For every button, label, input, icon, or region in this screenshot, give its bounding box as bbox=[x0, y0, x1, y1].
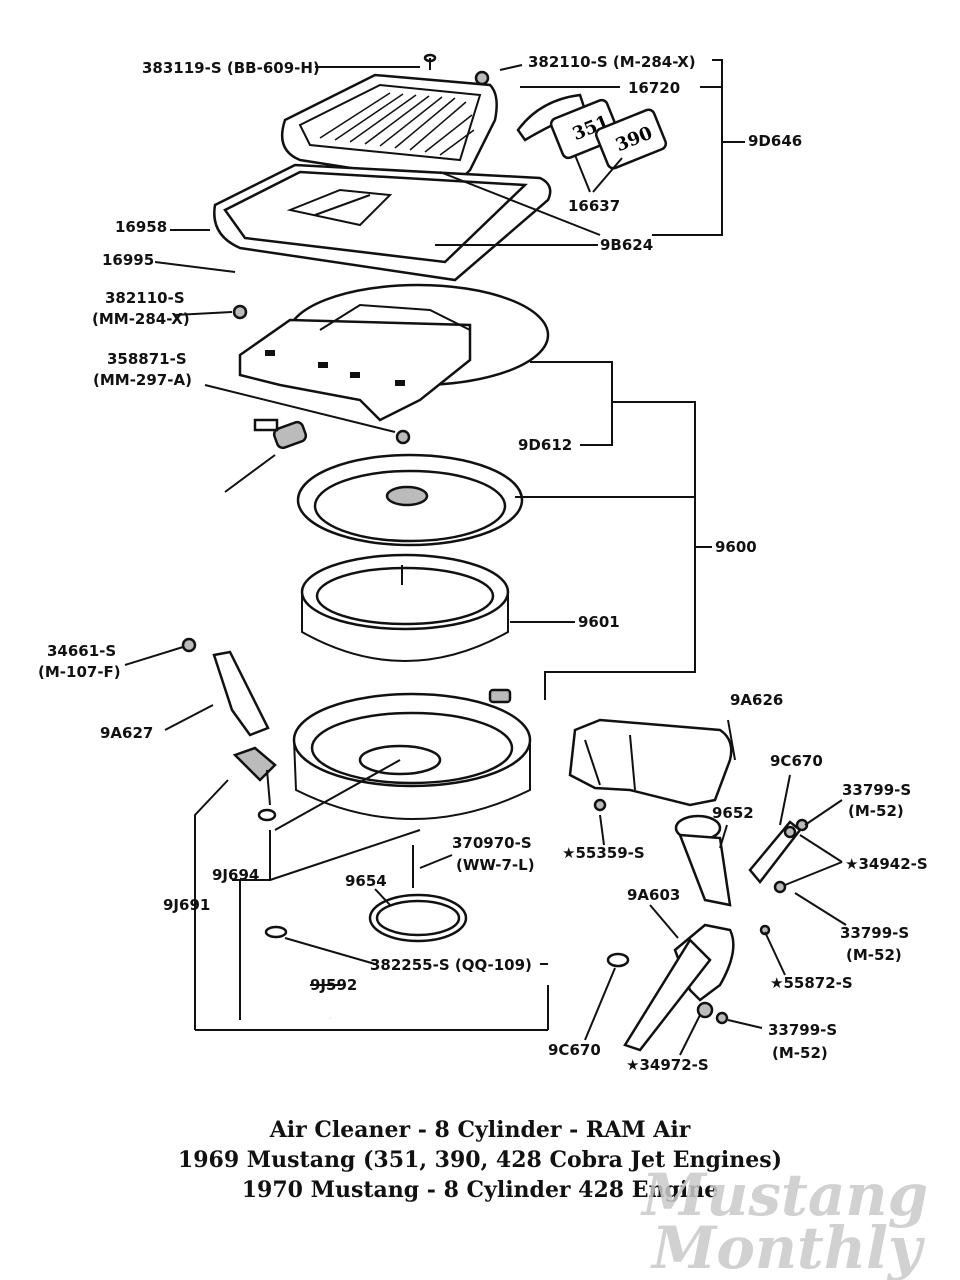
sensor-9j691-drawing bbox=[232, 746, 277, 822]
label-9a603: 9A603 bbox=[627, 886, 680, 904]
leader-lines bbox=[124, 59, 847, 1056]
air-cleaner-housing-drawing bbox=[292, 688, 532, 820]
label-16958: 16958 bbox=[115, 218, 167, 236]
caption-line-2: 1969 Mustang (351, 390, 428 Cobra Jet En… bbox=[178, 1147, 782, 1173]
label-9b624: 9B624 bbox=[600, 236, 653, 254]
vacuum-motor-drawing bbox=[224, 418, 308, 493]
elbow-9652-drawing bbox=[674, 814, 732, 907]
part-labels: 383119-S (BB-609-H) 382110-S (M-284-X) 1… bbox=[38, 53, 928, 1074]
label-33799-3a: 33799-S bbox=[768, 1021, 837, 1039]
watermark-line-2: Monthly bbox=[650, 1214, 926, 1280]
bracket-9a627-drawing bbox=[181, 637, 270, 737]
duct-9a626-drawing bbox=[568, 718, 733, 812]
nut-382110-drawing bbox=[474, 70, 490, 86]
watermark-line-1: Mustang bbox=[640, 1161, 928, 1229]
label-55359: ★55359-S bbox=[562, 844, 645, 862]
label-382255: 382255-S (QQ-109) bbox=[370, 956, 532, 974]
label-34972: ★34972-S bbox=[626, 1056, 709, 1074]
hose-9j592-drawing bbox=[264, 925, 331, 1020]
filter-element-drawing bbox=[300, 553, 510, 662]
plenum-drawing bbox=[232, 283, 550, 445]
label-16995: 16995 bbox=[102, 251, 154, 269]
label-55872: ★55872-S bbox=[770, 974, 853, 992]
label-9654: 9654 bbox=[345, 872, 387, 890]
label-33799-1a: 33799-S bbox=[842, 781, 911, 799]
label-9600: 9600 bbox=[715, 538, 757, 556]
label-33799-3b: (M-52) bbox=[772, 1044, 828, 1062]
label-382110-top: 382110-S (M-284-X) bbox=[528, 53, 696, 71]
duct-9a603-drawing bbox=[606, 923, 771, 1052]
label-34661-b: (M-107-F) bbox=[38, 663, 121, 681]
label-9c670-bot: 9C670 bbox=[548, 1041, 601, 1059]
label-33799-2a: 33799-S bbox=[840, 924, 909, 942]
label-9601: 9601 bbox=[578, 613, 620, 631]
label-358871-b: (MM-297-A) bbox=[93, 371, 192, 389]
label-16637: 16637 bbox=[568, 197, 620, 215]
bracket-9c670-top-drawing bbox=[748, 818, 809, 894]
label-9j691: 9J691 bbox=[163, 896, 210, 914]
caption-line-3: 1970 Mustang - 8 Cylinder 428 Engine bbox=[242, 1177, 719, 1203]
label-9j592: 9J592 bbox=[310, 976, 357, 994]
label-9d646: 9D646 bbox=[748, 132, 802, 150]
screw-383119-drawing bbox=[423, 53, 437, 70]
label-382110-a: 382110-S bbox=[105, 289, 185, 307]
caption: Air Cleaner - 8 Cylinder - RAM Air 1969 … bbox=[178, 1117, 782, 1203]
label-370970-b: (WW-7-L) bbox=[456, 856, 535, 874]
label-33799-1b: (M-52) bbox=[848, 802, 904, 820]
watermark-logo: Mustang Monthly bbox=[640, 1161, 928, 1280]
label-9d612: 9D612 bbox=[518, 436, 572, 454]
label-382110-b: (MM-284-X) bbox=[92, 310, 190, 328]
label-9652: 9652 bbox=[712, 804, 754, 822]
label-9a627: 9A627 bbox=[100, 724, 153, 742]
caption-line-1: Air Cleaner - 8 Cylinder - RAM Air bbox=[269, 1117, 691, 1143]
label-358871-a: 358871-S bbox=[107, 350, 187, 368]
scoop-base-drawing bbox=[213, 163, 552, 282]
air-cleaner-lid-drawing bbox=[296, 453, 524, 547]
emblems-drawing: 351 390 bbox=[516, 93, 668, 170]
label-34942: ★34942-S bbox=[845, 855, 928, 873]
label-9a626: 9A626 bbox=[730, 691, 783, 709]
label-383119: 383119-S (BB-609-H) bbox=[142, 59, 320, 77]
label-16720: 16720 bbox=[628, 79, 680, 97]
label-34661-a: 34661-S bbox=[47, 642, 116, 660]
label-370970-a: 370970-S bbox=[452, 834, 532, 852]
label-33799-2b: (M-52) bbox=[846, 946, 902, 964]
label-9c670-top: 9C670 bbox=[770, 752, 823, 770]
label-9j694: 9J694 bbox=[212, 866, 259, 884]
